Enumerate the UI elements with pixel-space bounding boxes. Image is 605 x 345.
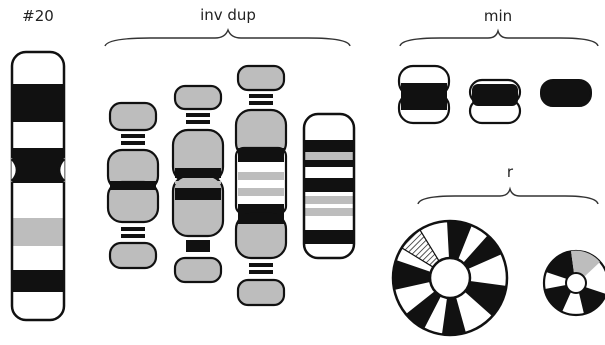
label-inv-dup: inv dup [200,6,256,24]
min-brace [399,28,599,47]
inv-dup-chromosome-1 [106,101,160,270]
label-min: min [483,7,513,25]
min-chromosome-2 [468,78,522,125]
inv-dup-chromosome-2 [171,84,225,284]
inv-dup-chromosome-3 [234,64,288,307]
inv-dup-chromosome-4 [302,112,356,260]
min-chromosome-1 [397,64,451,125]
min-chromosome-3 [540,79,592,107]
label-normal-chromosome: #20 [22,7,54,25]
ring-chromosome-small [542,249,605,317]
inv-dup-brace [104,28,351,47]
ring-chromosome-large [391,219,509,337]
label-ring: r [506,163,514,181]
ring-brace [417,186,599,205]
normal-chromosome-20 [10,50,66,322]
